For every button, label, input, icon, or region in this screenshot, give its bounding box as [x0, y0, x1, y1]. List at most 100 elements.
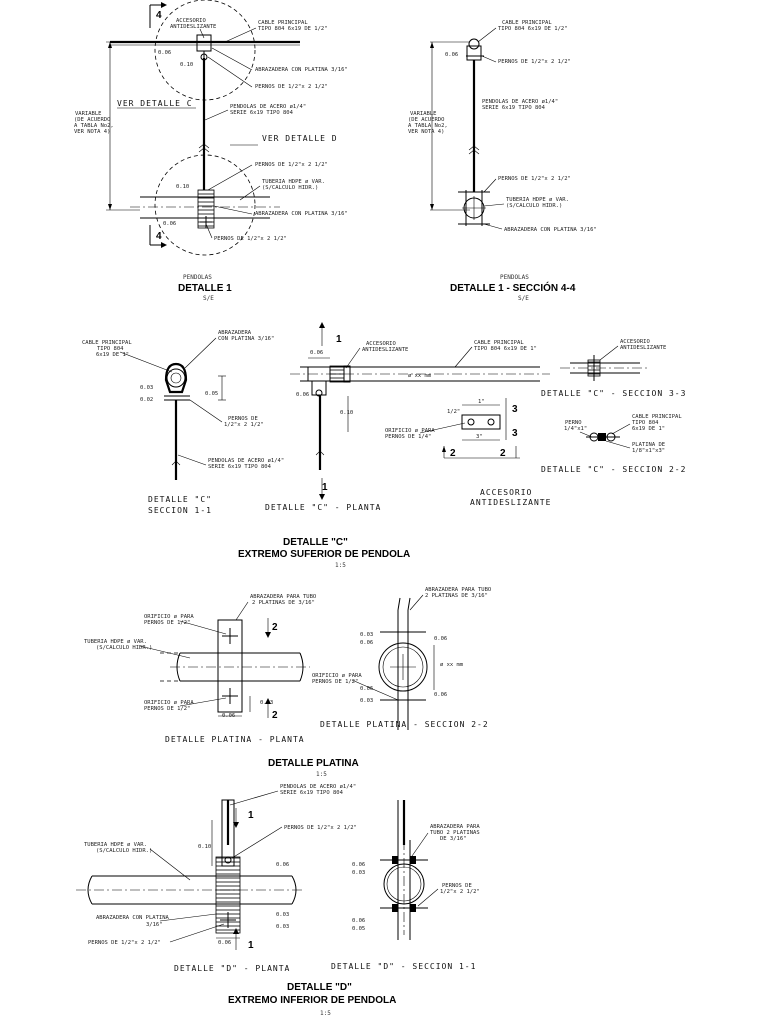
note-pernos-mid: PERNOS DE 1/2"x 2 1/2" [255, 162, 328, 168]
c-planta-d010: 0.10 [340, 410, 353, 416]
plat-sec-label: DETALLE PLATINA - SECCION 2-2 [320, 720, 489, 729]
d-planta-d003a: 0.03 [276, 912, 289, 918]
c-cable-3: 6x19 DE 1" [96, 352, 129, 358]
sec44-pernos-top: PERNOS DE 1/2"x 2 1/2" [498, 59, 571, 65]
c22-platina-2: 1/8"x1"x3" [632, 448, 665, 454]
ver-detalle-d: VER DETALLE D [262, 134, 338, 143]
svg-text:TUBO 2 PLATINAS: TUBO 2 PLATINAS [430, 830, 480, 836]
svg-text:(S/CALCULO HIDR.): (S/CALCULO HIDR.) [262, 185, 318, 191]
c-pernos-2: 1/2"x 2 1/2" [224, 422, 264, 428]
svg-text:SERIE 6x19 TIPO 804: SERIE 6x19 TIPO 804 [482, 105, 546, 111]
sec44-variable-3: A TABLA No2, [408, 123, 448, 129]
svg-text:ACCESORIO: ACCESORIO [366, 341, 396, 347]
acc-mark2-left: 2 [450, 448, 456, 459]
svg-text:DE 3/16": DE 3/16" [440, 836, 467, 842]
d-abrazadera-platina-1: ABRAZADERA CON PLATINA [96, 915, 170, 921]
platina-scale: 1:5 [316, 771, 327, 778]
svg-text:TIPO 804: TIPO 804 [632, 420, 659, 426]
detalle-d-subtitle: EXTREMO INFERIOR DE PENDOLA [228, 995, 396, 1006]
svg-text:TIPO 804 6x19 DE 1/2": TIPO 804 6x19 DE 1/2" [258, 26, 328, 32]
svg-text:DETALLE "C": DETALLE "C" [148, 495, 212, 504]
c-d003: 0.03 [140, 385, 153, 391]
sec44-dim-006: 0.06 [445, 52, 458, 58]
svg-text:SERIE 6x19 TIPO 804: SERIE 6x19 TIPO 804 [280, 790, 344, 796]
plat-abrazadera-1: ABRAZADERA PARA TUBO [250, 594, 316, 600]
svg-text:ABRAZADERA PARA TUBO: ABRAZADERA PARA TUBO [425, 587, 491, 593]
c22-cable-3: 6x19 DE 1" [632, 426, 665, 432]
d-sec-abrazadera-3: DE 3/16" [440, 836, 467, 842]
sec44-scale: S/E [518, 295, 529, 302]
acc-frac12: 1/2" [447, 409, 460, 415]
variable-note-3: A TABLA No2, [74, 123, 114, 129]
sec44-abrazadera: ABRAZADERA CON PLATINA 3/16" [504, 227, 597, 233]
plat-sec-d006c: 0.06 [360, 686, 373, 692]
c-pernos-1: PERNOS DE [228, 416, 258, 422]
acc-title-1: ACCESORIO [480, 488, 532, 497]
svg-text:CABLE PRINCIPAL: CABLE PRINCIPAL [632, 414, 682, 420]
detail-circle-d [154, 154, 256, 256]
detalle-c: 0.03 0.02 0.05 CABLE PRINCIPAL TIPO 804 … [82, 322, 685, 569]
detalle-d-title: DETALLE "D" [287, 982, 352, 993]
c-planta-accesorio-1: ACCESORIO [366, 341, 396, 347]
detalle1-scale: S/E [203, 295, 214, 302]
section-4-bottom: 4 [156, 231, 162, 242]
c-abrazadera-1: ABRAZADERA [218, 330, 252, 336]
c-sec11-2: SECCION 1-1 [148, 506, 212, 515]
svg-text:1/2"x 2 1/2": 1/2"x 2 1/2" [224, 422, 264, 428]
svg-text:A TABLA No2,: A TABLA No2, [74, 123, 114, 129]
sec44-variable-1: VARIABLE [410, 111, 437, 117]
plat-sec-d003a: 0.03 [360, 632, 373, 638]
svg-text:ORIFICIO ø PARA: ORIFICIO ø PARA [144, 700, 194, 706]
svg-text:VARIABLE: VARIABLE [75, 111, 102, 117]
svg-text:PENDOLAS DE ACERO ø1/4": PENDOLAS DE ACERO ø1/4" [208, 458, 284, 464]
dim-006-top: 0.06 [158, 50, 171, 56]
svg-text:PERNO: PERNO [565, 420, 582, 426]
svg-text:CABLE PRINCIPAL: CABLE PRINCIPAL [258, 20, 308, 26]
d-pendolas-1: PENDOLAS DE ACERO ø1/4" [280, 784, 356, 790]
detalle-c-scale: 1:5 [335, 562, 346, 569]
note-pendolas-2: SERIE 6x19 TIPO 804 [230, 110, 294, 116]
svg-text:ANTIDESLIZANTE: ANTIDESLIZANTE [362, 347, 408, 353]
svg-text:CABLE PRINCIPAL: CABLE PRINCIPAL [82, 340, 132, 346]
svg-text:2 PLATINAS DE 3/16": 2 PLATINAS DE 3/16" [425, 593, 488, 599]
plat-planta-label: DETALLE PLATINA - PLANTA [165, 735, 305, 744]
svg-text:ORIFICIO ø PARA: ORIFICIO ø PARA [144, 614, 194, 620]
svg-text:PLATINA DE: PLATINA DE [632, 442, 665, 448]
svg-text:TUBERIA HDPE ø VAR.: TUBERIA HDPE ø VAR. [262, 179, 325, 185]
svg-text:6x19 DE 1": 6x19 DE 1" [96, 352, 129, 358]
svg-text:ANTIDESLIZANTE: ANTIDESLIZANTE [470, 498, 551, 507]
note-tuberia-1: TUBERIA HDPE ø VAR. [262, 179, 325, 185]
variable-note-2: (DE ACUERDO [74, 117, 110, 123]
c-planta-cable-2: TIPO 804 6x19 DE 1" [474, 346, 537, 352]
acc-mark2-right: 2 [500, 448, 506, 459]
plat-sec-orificio-1: ORIFICIO ø PARA [312, 673, 362, 679]
acc-frac3: 3" [476, 434, 483, 440]
sec44-caption: PENDOLAS [500, 274, 529, 281]
c-planta-label: DETALLE "C" - PLANTA [265, 503, 381, 512]
d-sec-pernos-2: 1/2"x 2 1/2" [440, 889, 480, 895]
plat-orificio-top-1: ORIFICIO ø PARA [144, 614, 194, 620]
svg-text:SERIE 6x19 TIPO 804: SERIE 6x19 TIPO 804 [230, 110, 294, 116]
svg-text:ACCESORIO: ACCESORIO [176, 18, 206, 24]
plat-d006: 0.06 [222, 713, 235, 719]
c-d005: 0.05 [205, 391, 218, 397]
svg-text:PERNOS DE 1/4": PERNOS DE 1/4" [385, 434, 431, 440]
svg-text:CABLE PRINCIPAL: CABLE PRINCIPAL [502, 20, 552, 26]
d-sec-abrazadera-1: ABRAZADERA PARA [430, 824, 480, 830]
d-mark1-bottom: 1 [248, 940, 254, 951]
detalle-c-subtitle: EXTREMO SUFERIOR DE PENDOLA [238, 549, 410, 560]
plat-sec-d006a: 0.06 [360, 640, 373, 646]
svg-text:TUBERIA HDPE ø VAR.: TUBERIA HDPE ø VAR. [506, 197, 569, 203]
d-sec-d003: 0.03 [352, 870, 365, 876]
svg-text:CON PLATINA 3/16": CON PLATINA 3/16" [218, 336, 274, 342]
plat-orificio-top-2: PERNOS DE 1/2" [144, 620, 190, 626]
acc-title-2: ANTIDESLIZANTE [470, 498, 551, 507]
acc-mark3-bottom: 3 [512, 428, 518, 439]
variable-note-1: VARIABLE [75, 111, 102, 117]
c-planta-d006: 0.06 [310, 350, 323, 356]
d-abrazadera-platina-2: 3/16" [146, 922, 163, 928]
d-sec-abrazadera-2: TUBO 2 PLATINAS [430, 830, 480, 836]
svg-text:TIPO 804 6x19 DE 1": TIPO 804 6x19 DE 1" [474, 346, 537, 352]
d-mark1-top: 1 [248, 810, 254, 821]
svg-text:ACCESORIO: ACCESORIO [480, 488, 532, 497]
